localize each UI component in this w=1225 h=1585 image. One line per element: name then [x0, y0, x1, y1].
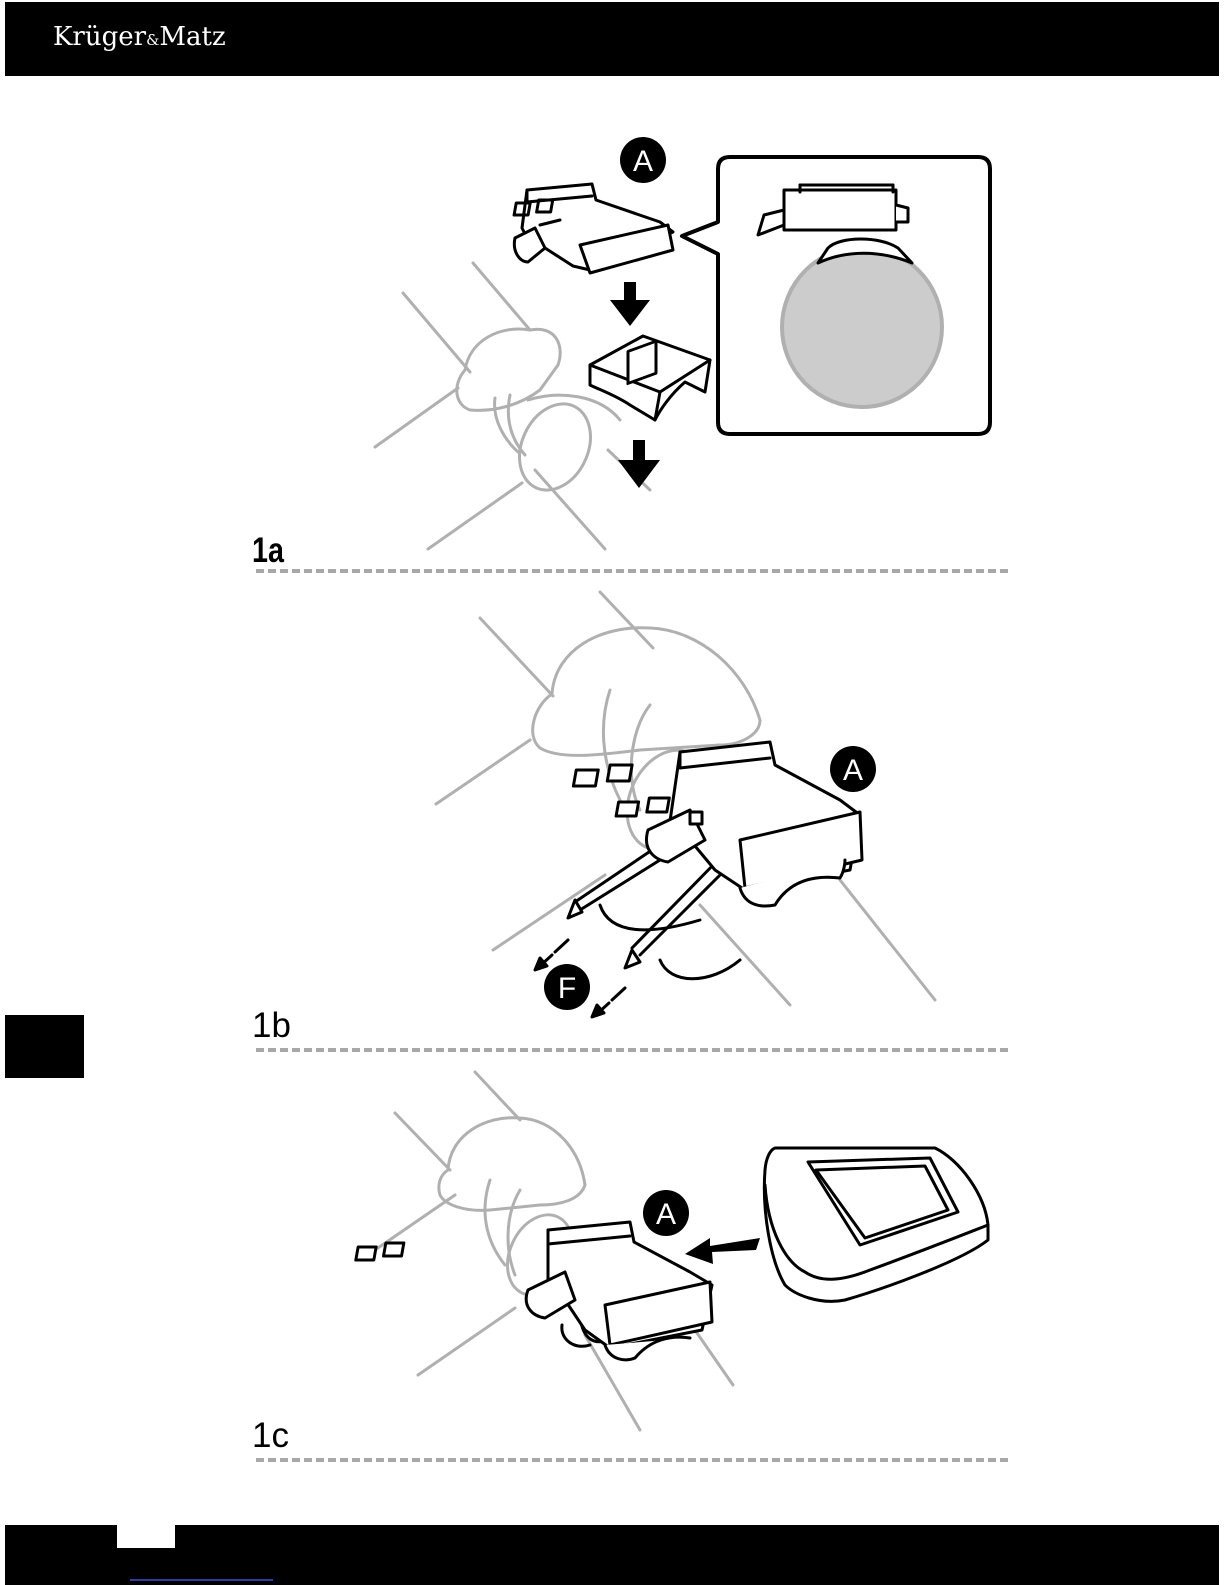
footer-link-underline[interactable] [130, 1579, 273, 1581]
step-label-1b: 1b [252, 1008, 291, 1043]
step-divider [256, 569, 1008, 573]
callout-a-1b: A [843, 754, 863, 787]
step-label-1a: 1a [252, 533, 284, 568]
step-divider [256, 1048, 1008, 1052]
page-number-box [117, 1525, 175, 1548]
callout-f-1b: F [558, 972, 576, 1005]
step-divider [256, 1458, 1008, 1462]
step-1a-illustration [375, 137, 990, 549]
step-1b-illustration [436, 592, 935, 1017]
footer-bar [5, 1525, 1219, 1585]
callout-a-1a: A [633, 145, 653, 178]
step-label-1c: 1c [252, 1418, 289, 1453]
callout-a-1c: A [656, 1198, 676, 1231]
step-1c-illustration [356, 1072, 988, 1430]
